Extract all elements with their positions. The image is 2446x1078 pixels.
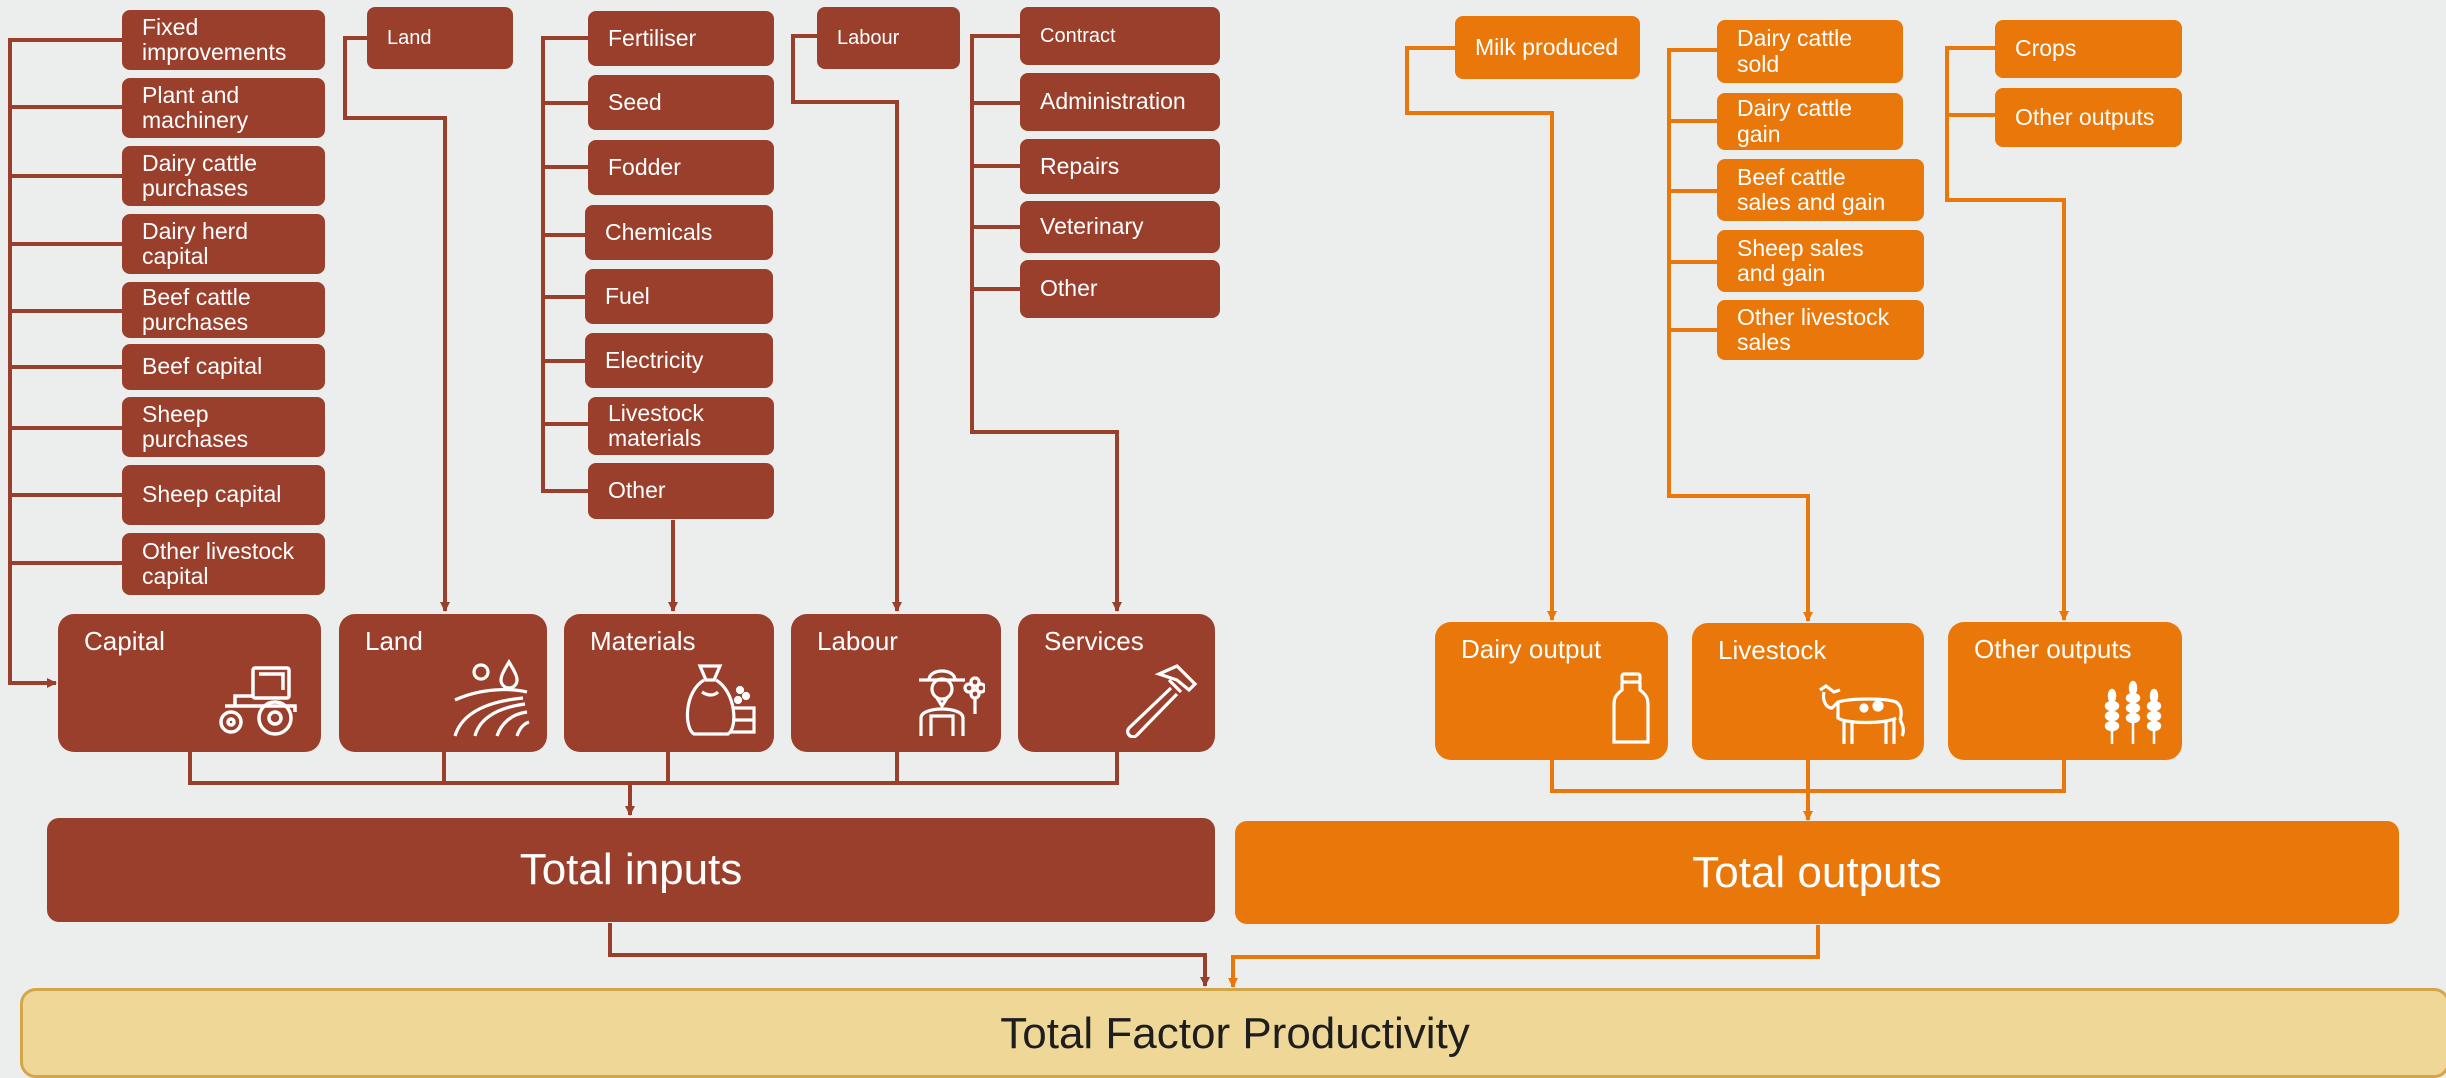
- output-item-crops: Crops: [1995, 20, 2182, 78]
- input-item-services-other: Other: [1020, 260, 1220, 318]
- input-item-land: Land: [367, 7, 513, 69]
- input-item-seed: Seed: [588, 75, 774, 130]
- output-item-sheep-sales: Sheep sales and gain: [1717, 230, 1924, 292]
- input-item-repairs: Repairs: [1020, 139, 1220, 194]
- wheat-icon: [2104, 680, 2162, 744]
- output-item-dairy-cattle-sold: Dairy cattle sold: [1717, 20, 1903, 83]
- input-item-administration: Administration: [1020, 73, 1220, 131]
- output-item-dairy-cattle-gain: Dairy cattle gain: [1717, 93, 1903, 150]
- tractor-icon: [219, 666, 297, 736]
- input-item-fertiliser: Fertiliser: [588, 11, 774, 66]
- input-item-livestock-materials: Livestock materials: [588, 397, 774, 455]
- output-item-other-outputs: Other outputs: [1995, 88, 2182, 147]
- input-item-beef-cattle-purchases: Beef cattle purchases: [122, 282, 325, 338]
- category-capital: Capital: [58, 614, 321, 752]
- category-other-outputs: Other outputs: [1948, 622, 2182, 760]
- input-item-materials-other: Other: [588, 463, 774, 519]
- category-livestock: Livestock: [1692, 623, 1924, 760]
- cow-icon: [1819, 684, 1905, 744]
- input-item-veterinary: Veterinary: [1020, 201, 1220, 253]
- input-item-fodder: Fodder: [588, 140, 774, 195]
- category-materials: Materials: [564, 614, 774, 752]
- milk-bottle-icon: [1612, 672, 1650, 744]
- input-item-sheep-purchases: Sheep purchases: [122, 397, 325, 457]
- farmer-icon: [919, 669, 985, 736]
- category-labour: Labour: [791, 614, 1001, 752]
- total-outputs: Total outputs: [1235, 821, 2399, 924]
- sack-icon: [685, 664, 756, 736]
- category-dairy-output: Dairy output: [1435, 622, 1668, 760]
- input-item-other-livestock-capital: Other livestock capital: [122, 533, 325, 595]
- input-item-fixed-improvements: Fixed improvements: [122, 10, 325, 70]
- input-item-electricity: Electricity: [585, 333, 773, 388]
- output-item-milk-produced: Milk produced: [1455, 16, 1640, 79]
- input-item-labour: Labour: [817, 7, 960, 69]
- input-item-dairy-herd-capital: Dairy herd capital: [122, 214, 325, 274]
- input-item-dairy-cattle-purchases: Dairy cattle purchases: [122, 146, 325, 206]
- hammer-icon: [1126, 664, 1198, 738]
- input-item-contract: Contract: [1020, 7, 1220, 65]
- category-services: Services: [1018, 614, 1215, 752]
- field-icon: [453, 658, 530, 737]
- input-item-chemicals: Chemicals: [585, 205, 773, 260]
- input-item-sheep-capital: Sheep capital: [122, 465, 325, 525]
- input-item-fuel: Fuel: [585, 269, 773, 324]
- input-item-beef-capital: Beef capital: [122, 344, 325, 390]
- total-inputs: Total inputs: [47, 818, 1215, 922]
- output-item-beef-cattle-sales: Beef cattle sales and gain: [1717, 159, 1924, 221]
- category-land: Land: [339, 614, 547, 752]
- total-factor-productivity: Total Factor Productivity: [20, 988, 2446, 1078]
- output-item-other-livestock-sales: Other livestock sales: [1717, 300, 1924, 360]
- input-item-plant-machinery: Plant and machinery: [122, 78, 325, 138]
